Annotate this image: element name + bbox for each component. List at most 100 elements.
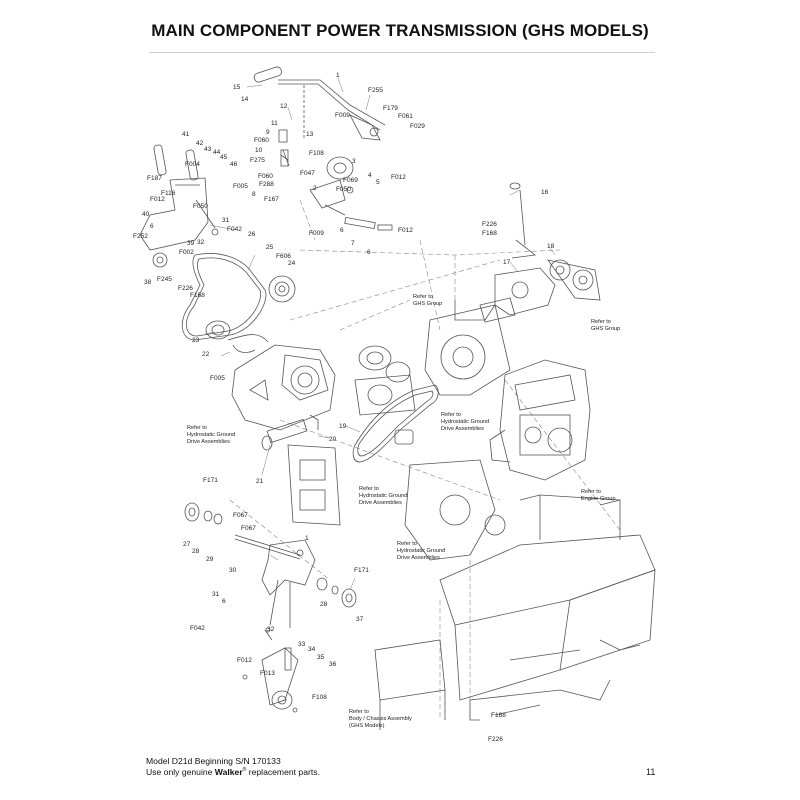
callout: F168 [190, 292, 205, 299]
callout: F029 [410, 123, 425, 130]
callout: F012 [150, 196, 165, 203]
callout-leaders [204, 77, 556, 591]
hydrostatic-note-1: Refer to Hydrostatic Ground Drive Assemb… [187, 425, 237, 445]
lower-idler-arm [242, 627, 299, 713]
callout: F009 [335, 112, 350, 119]
engine [489, 359, 591, 481]
callout: 46 [230, 161, 238, 168]
callout: F012 [398, 227, 413, 234]
callout: F168 [491, 712, 506, 719]
callout: 40 [142, 211, 150, 218]
callout: 4 [368, 172, 372, 179]
callout: 25 [266, 244, 274, 251]
callout: F179 [383, 105, 398, 112]
ghs-group-note-2: Refer to GHS Group [591, 319, 620, 332]
chassis-frame [374, 494, 656, 730]
callout: 22 [202, 351, 210, 358]
callout: F226 [488, 736, 503, 743]
footer-registered-mark: ® [242, 767, 247, 774]
callout: F050 [336, 186, 351, 193]
callout: F167 [264, 196, 279, 203]
callout: F042 [190, 625, 205, 632]
callout: 41 [182, 131, 190, 138]
callout: 3 [352, 158, 356, 165]
callout: F226 [482, 221, 497, 228]
callout: 7 [351, 240, 355, 247]
footer-use-suffix: replacement parts. [246, 767, 320, 777]
callout: F255 [368, 87, 383, 94]
callout: 30 [229, 567, 237, 574]
callout: F012 [391, 174, 406, 181]
callout: F060 [258, 173, 273, 180]
callout: 10 [255, 147, 263, 154]
callout: F061 [398, 113, 413, 120]
callout: 14 [241, 96, 249, 103]
footer-parts-notice: Use only genuine Walker® replacement par… [146, 767, 320, 777]
gearbox [479, 182, 601, 323]
callout: 1 [336, 72, 340, 79]
callout: 26 [248, 231, 256, 238]
drive-belt-small [352, 384, 439, 463]
hydrostatic-note-3: Refer to Hydrostatic Ground Drive Assemb… [359, 486, 409, 506]
callout: 17 [503, 259, 511, 266]
callout: 36 [329, 661, 337, 668]
callout: F042 [227, 226, 242, 233]
callout: 19 [339, 423, 347, 430]
reference-notes: Refer to GHS Group Refer to GHS Group Re… [187, 294, 620, 729]
hydrostatic-note-4: Refer to Hydrostatic Ground Drive Assemb… [397, 541, 447, 561]
pump-and-pulleys [354, 345, 416, 416]
callout: F069 [343, 177, 358, 184]
callout: F116 [161, 190, 176, 197]
bell-housing [424, 300, 511, 396]
callout: F187 [147, 175, 162, 182]
callout: F005 [233, 183, 248, 190]
transmission-housing [231, 344, 336, 451]
callout: 1 [305, 535, 309, 542]
callout: 18 [547, 243, 555, 250]
callout: F288 [259, 181, 274, 188]
lower-drive-shaft [184, 502, 357, 628]
callout: F067 [241, 525, 256, 532]
page-number: 11 [646, 767, 656, 777]
upper-idler-assembly [309, 156, 393, 231]
page-title: MAIN COMPONENT POWER TRANSMISSION (GHS M… [151, 21, 649, 40]
callout: 42 [196, 140, 204, 147]
callout: 38 [144, 279, 152, 286]
drive-belt-large [181, 253, 296, 353]
callout: F108 [309, 150, 324, 157]
hydrostatic-mount-plate [287, 444, 506, 561]
callout: 6 [222, 598, 226, 605]
callout: 15 [233, 84, 241, 91]
callout: F245 [157, 276, 172, 283]
callout: F067 [233, 512, 248, 519]
left-lever-bracket [139, 144, 219, 268]
callout: F226 [178, 285, 193, 292]
callout: F005 [210, 375, 225, 382]
callout: F168 [482, 230, 497, 237]
callout: F013 [260, 670, 275, 677]
callout: 28 [320, 601, 328, 608]
callout: 6 [367, 249, 371, 256]
footer-use-prefix: Use only genuine [146, 767, 215, 777]
engine-group-note: Refer to Engine Group [581, 489, 616, 502]
callout: 34 [308, 646, 316, 653]
callout: F171 [354, 567, 369, 574]
callout: 37 [356, 616, 364, 623]
callout: F009 [309, 230, 324, 237]
callout: 43 [204, 146, 212, 153]
callout: F108 [312, 694, 327, 701]
callout: 39 [187, 240, 195, 247]
callout: F012 [237, 657, 252, 664]
callout: 27 [183, 541, 191, 548]
callout: F252 [133, 233, 148, 240]
callout: 31 [222, 217, 230, 224]
callout: 8 [252, 191, 256, 198]
callout: F050 [193, 203, 208, 210]
footer-brand: Walker [214, 767, 243, 777]
hydrostatic-note-2: Refer to Hydrostatic Ground Drive Assemb… [441, 412, 491, 432]
callout: 44 [213, 149, 221, 156]
callout: F004 [185, 161, 200, 168]
callout: 5 [376, 179, 380, 186]
callout: 45 [220, 154, 228, 161]
